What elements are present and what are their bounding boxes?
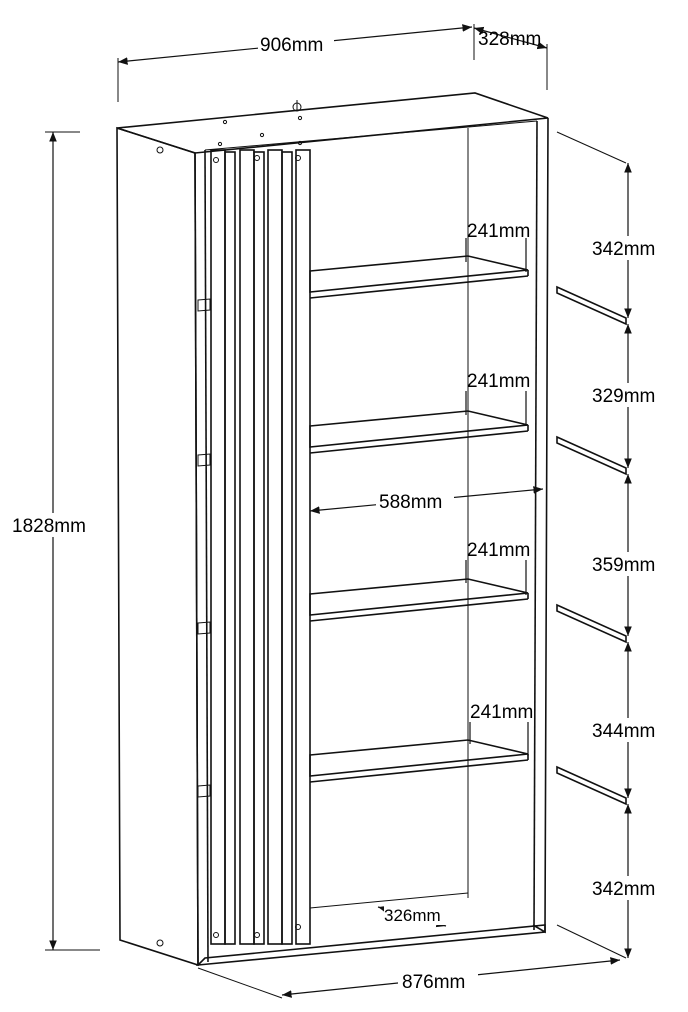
label-compartment-1: 342mm <box>592 239 655 260</box>
top-panel <box>116 92 549 154</box>
bottom-panel <box>195 924 546 967</box>
label-shelf-depth-2: 241mm <box>467 371 530 392</box>
label-compartment-4: 344mm <box>592 721 655 742</box>
label-inner-width: 588mm <box>379 492 442 513</box>
label-total-height: 1828mm <box>12 516 86 537</box>
label-top-depth: 328mm <box>478 29 541 50</box>
hinge-icon <box>295 924 301 930</box>
shelf-1 <box>197 255 529 312</box>
screw-hole-icon <box>156 146 164 154</box>
label-compartment-5: 342mm <box>592 879 655 900</box>
left-side-panel <box>116 126 199 967</box>
dimension-lines <box>45 24 632 999</box>
hinge-icon <box>213 157 219 163</box>
hinge-icon <box>213 932 219 938</box>
shelf-2 <box>197 410 529 467</box>
label-shelf-depth-4: 241mm <box>470 702 533 723</box>
shelf-4 <box>197 739 529 798</box>
shelves <box>197 255 529 798</box>
shelf-3 <box>197 578 529 635</box>
hinge-icon <box>254 155 260 161</box>
label-base-depth: 326mm <box>384 906 441 925</box>
label-compartment-2: 329mm <box>592 386 655 407</box>
label-shelf-depth-3: 241mm <box>467 540 530 561</box>
label-shelf-depth-1: 241mm <box>467 221 530 242</box>
label-base-width: 876mm <box>402 972 465 993</box>
screw-hole-icon <box>156 939 164 947</box>
label-compartment-3: 359mm <box>592 555 655 576</box>
hinge-icon <box>295 155 301 161</box>
dimension-labels: 906mm 328mm 1828mm 588mm 876mm 326mm 241… <box>10 29 670 994</box>
hinge-icon <box>254 932 260 938</box>
label-top-width: 906mm <box>260 35 323 56</box>
slat-door <box>210 149 311 945</box>
